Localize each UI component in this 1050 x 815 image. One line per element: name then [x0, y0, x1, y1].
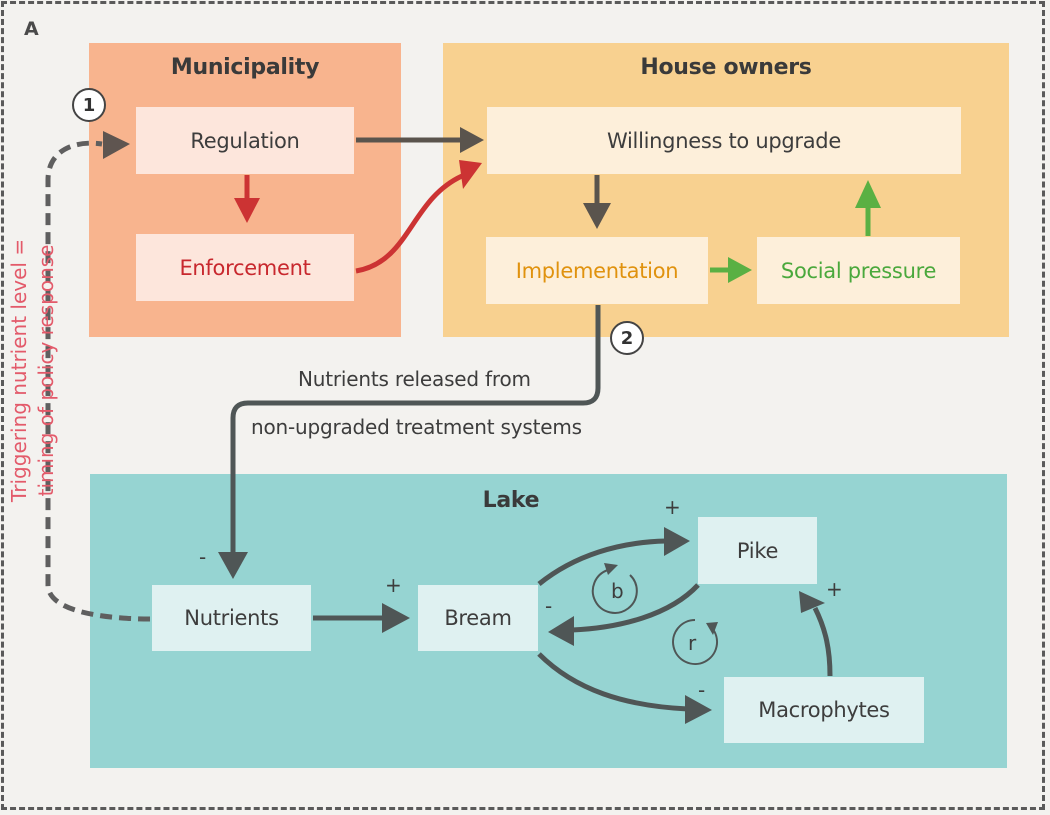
node-implementation[interactable]: Implementation: [486, 237, 708, 304]
node-label: Enforcement: [179, 255, 311, 280]
loop-r-icon: [672, 619, 719, 665]
edge-bream-pike: [537, 538, 667, 586]
node-label: Social pressure: [780, 258, 937, 283]
arrowhead: [728, 257, 752, 283]
loop-b-icon: [591, 569, 638, 614]
sign-pike-bream: -: [545, 594, 553, 618]
arrowhead: [103, 131, 130, 159]
arrowhead: [799, 591, 825, 613]
arrowhead: [583, 203, 611, 229]
edge-bream-macrophytes: [537, 652, 689, 712]
arrowhead: [664, 527, 690, 556]
group-title-house-owners: House owners: [640, 55, 812, 80]
loop-label-balancing: b: [611, 579, 624, 603]
arrowhead: [460, 127, 484, 153]
flow-label-line2: non-upgraded treatment systems: [251, 415, 582, 439]
loop-label-reinforcing: r: [688, 631, 697, 655]
arrowhead: [548, 616, 574, 646]
node-label: Regulation: [190, 128, 300, 153]
node-social-pressure[interactable]: Social pressure: [757, 237, 960, 304]
arrowhead: [685, 695, 712, 724]
sign-to-nutrients: -: [199, 545, 207, 569]
sign-bream-macrophytes: -: [698, 678, 706, 702]
group-title-municipality: Municipality: [170, 55, 320, 80]
flow-label-line1: Nutrients released from: [298, 367, 531, 391]
node-enforcement[interactable]: Enforcement: [136, 234, 354, 301]
badge-2: 2: [610, 321, 644, 355]
node-bream[interactable]: Bream: [418, 585, 538, 651]
arrowhead: [706, 622, 718, 635]
arrowhead: [604, 563, 618, 575]
edge-macrophytes-pike: [812, 606, 833, 677]
node-label: Bream: [444, 606, 512, 630]
edge-enforcement-willingness: [355, 173, 464, 274]
arrowhead: [855, 180, 881, 208]
group-title-lake: Lake: [482, 488, 540, 513]
node-pike[interactable]: Pike: [698, 517, 817, 584]
node-label: Pike: [736, 538, 779, 563]
arrowhead: [382, 603, 410, 633]
node-label: Implementation: [515, 258, 679, 283]
node-label: Nutrients: [184, 606, 279, 630]
edge-nutrients-regulation-dashed: [45, 140, 151, 622]
node-nutrients[interactable]: Nutrients: [152, 585, 311, 651]
panel-label: A: [24, 18, 39, 40]
badge-1: 1: [72, 88, 106, 122]
sign-bream-pike: +: [664, 495, 681, 519]
edge-implementation-nutrients: [230, 305, 601, 555]
side-label: Triggering nutrient level = timing of po…: [6, 239, 60, 502]
node-macrophytes[interactable]: Macrophytes: [724, 677, 924, 743]
node-regulation[interactable]: Regulation: [136, 107, 354, 174]
node-label: Macrophytes: [758, 698, 890, 722]
sign-nutrients-bream: +: [385, 573, 402, 597]
arrowhead: [459, 160, 482, 189]
node-willingness-to-upgrade[interactable]: Willingness to upgrade: [487, 107, 961, 174]
arrowhead: [218, 552, 248, 579]
node-label: Willingness to upgrade: [607, 128, 841, 153]
side-label-line1: Triggering nutrient level =: [7, 238, 31, 502]
sign-macrophytes-pike: +: [826, 577, 843, 601]
edge-pike-bream: [571, 583, 700, 633]
arrowhead: [234, 198, 260, 223]
side-label-line2: timing of policy response: [34, 244, 58, 497]
